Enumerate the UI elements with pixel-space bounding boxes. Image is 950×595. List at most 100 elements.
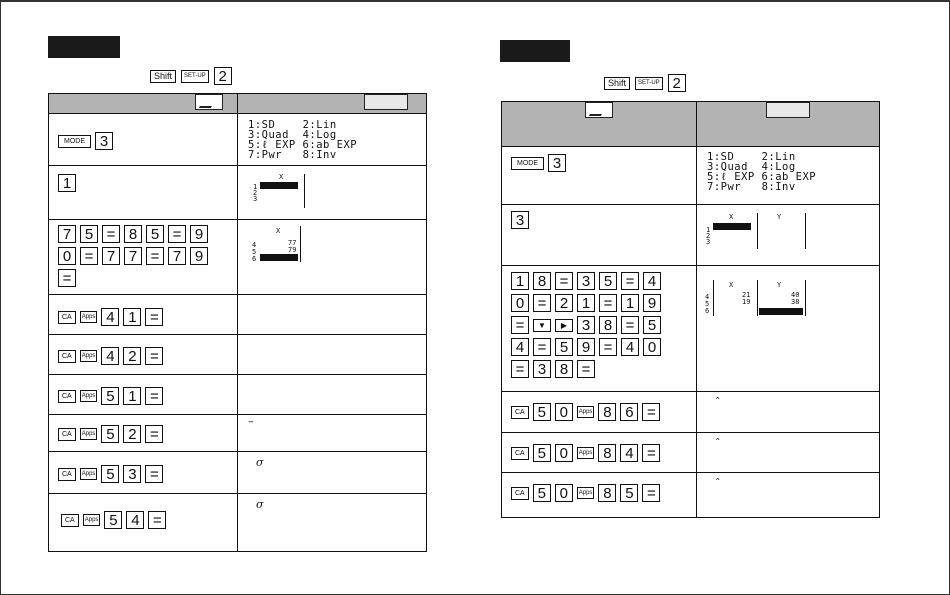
key: = <box>511 360 529 378</box>
key: = <box>621 316 639 334</box>
key: 2 <box>123 425 142 443</box>
key: 5 <box>104 511 123 529</box>
mode-menu-display: 1:SD 2:Lin 3:Quad 4:Log 5:ℓ EXP 6:ab EXP… <box>707 151 817 193</box>
key: 5 <box>80 225 98 243</box>
mode-key: MODE <box>511 156 544 170</box>
table-row: CA 5 0 Apps 8 4 = ˆ <box>501 432 880 473</box>
ca-key: CA <box>511 446 529 460</box>
key-3: 3 <box>95 132 113 150</box>
key: 5 <box>599 272 617 290</box>
shift-key: Shift <box>604 76 631 90</box>
key: 5 <box>101 425 120 443</box>
key: 5 <box>532 444 551 462</box>
key: 7 <box>102 247 120 265</box>
key: 0 <box>554 484 573 502</box>
key-2: 2 <box>667 74 686 92</box>
key: 4 <box>621 338 639 356</box>
key: 8 <box>598 403 617 421</box>
key: 4 <box>101 347 120 365</box>
key: 8 <box>598 484 617 502</box>
key: 2 <box>555 294 573 312</box>
key: 8 <box>555 360 573 378</box>
apps-key: Apps <box>79 311 98 323</box>
key-3: 3 <box>548 154 566 172</box>
key: 5 <box>101 465 120 483</box>
key: = <box>577 360 595 378</box>
key: = <box>599 294 617 312</box>
ca-key: CA <box>58 427 76 441</box>
table-header <box>501 101 880 147</box>
key: 5 <box>146 225 164 243</box>
key: = <box>642 484 661 502</box>
key: 4 <box>643 272 661 290</box>
stat-editor-display: X Y 1 2 3 <box>697 205 879 265</box>
ca-key: CA <box>58 467 76 481</box>
right-arrow-key: ▶ <box>555 318 573 332</box>
sigma-symbol: σ <box>256 498 264 511</box>
key: 7 <box>168 247 186 265</box>
right-table: MODE 3 1:SD 2:Lin 3:Quad 4:Log 5:ℓ EXP 6… <box>501 101 880 518</box>
key: 1 <box>577 294 595 312</box>
key: = <box>145 465 164 483</box>
key: = <box>168 225 186 243</box>
key: 5 <box>620 484 639 502</box>
key: 9 <box>643 294 661 312</box>
mode-key: MODE <box>58 134 91 148</box>
apps-key: Apps <box>576 447 595 459</box>
key: 7 <box>58 225 76 243</box>
key: = <box>555 272 573 290</box>
key: 4 <box>511 338 529 356</box>
apps-key: Apps <box>79 468 98 480</box>
key: 5 <box>555 338 573 356</box>
key: 4 <box>101 308 120 326</box>
right-setup-keys: Shift SET-UP 2 <box>604 74 686 92</box>
hat-symbol: ˆ <box>715 477 721 490</box>
key: = <box>533 294 551 312</box>
apps-key: Apps <box>79 350 98 362</box>
key: 3 <box>533 360 551 378</box>
result-display <box>238 295 426 299</box>
left-table: MODE 3 1:SD 2:Lin 3:Quad 4:Log 5:ℓ EXP 6… <box>48 93 427 552</box>
table-row: MODE 3 1:SD 2:Lin 3:Quad 4:Log 5:ℓ EXP 6… <box>48 113 427 166</box>
apps-key: Apps <box>576 487 595 499</box>
key-2: 2 <box>213 67 232 85</box>
ca-key: CA <box>58 310 76 324</box>
stat-editor-display: X Y 21 19 40 38 4 5 6 <box>697 266 879 391</box>
ca-key: CA <box>61 513 79 527</box>
key: 0 <box>554 403 573 421</box>
key: 9 <box>190 225 208 243</box>
apps-key: Apps <box>576 406 595 418</box>
setup-key: SET-UP <box>635 76 663 90</box>
key: 4 <box>126 511 145 529</box>
hat-symbol: ˆ <box>715 437 721 450</box>
key: 0 <box>554 444 573 462</box>
table-row: CA Apps 5 1 = <box>48 374 427 415</box>
key: = <box>145 308 164 326</box>
table-row: CA Apps 5 3 = σ <box>48 451 427 494</box>
key: 1 <box>621 294 639 312</box>
table-row: CA Apps 5 4 = σ <box>48 493 427 552</box>
key: 5 <box>532 403 551 421</box>
key: = <box>102 225 120 243</box>
key: 5 <box>532 484 551 502</box>
key: = <box>58 269 76 287</box>
left-setup-keys: Shift SET-UP 2 <box>150 67 232 85</box>
key: = <box>599 338 617 356</box>
apps-key: Apps <box>79 390 98 402</box>
left-section-marker <box>48 36 120 58</box>
key-3: 3 <box>511 211 529 229</box>
apps-key: Apps <box>79 428 98 440</box>
key: 0 <box>511 294 529 312</box>
key: 5 <box>643 316 661 334</box>
setup-key: SET-UP <box>181 69 209 83</box>
table-row: MODE 3 1:SD 2:Lin 3:Quad 4:Log 5:ℓ EXP 6… <box>501 146 880 205</box>
key: = <box>146 247 164 265</box>
key: 9 <box>577 338 595 356</box>
key: 0 <box>58 247 76 265</box>
key: 8 <box>124 225 142 243</box>
mode-menu-display: 1:SD 2:Lin 3:Quad 4:Log 5:ℓ EXP 6:ab EXP… <box>248 119 358 161</box>
key: 3 <box>577 316 595 334</box>
stat-editor-display: X 77 79 4 5 6 <box>238 220 426 294</box>
key: 0 <box>643 338 661 356</box>
key-1: 1 <box>58 174 76 192</box>
